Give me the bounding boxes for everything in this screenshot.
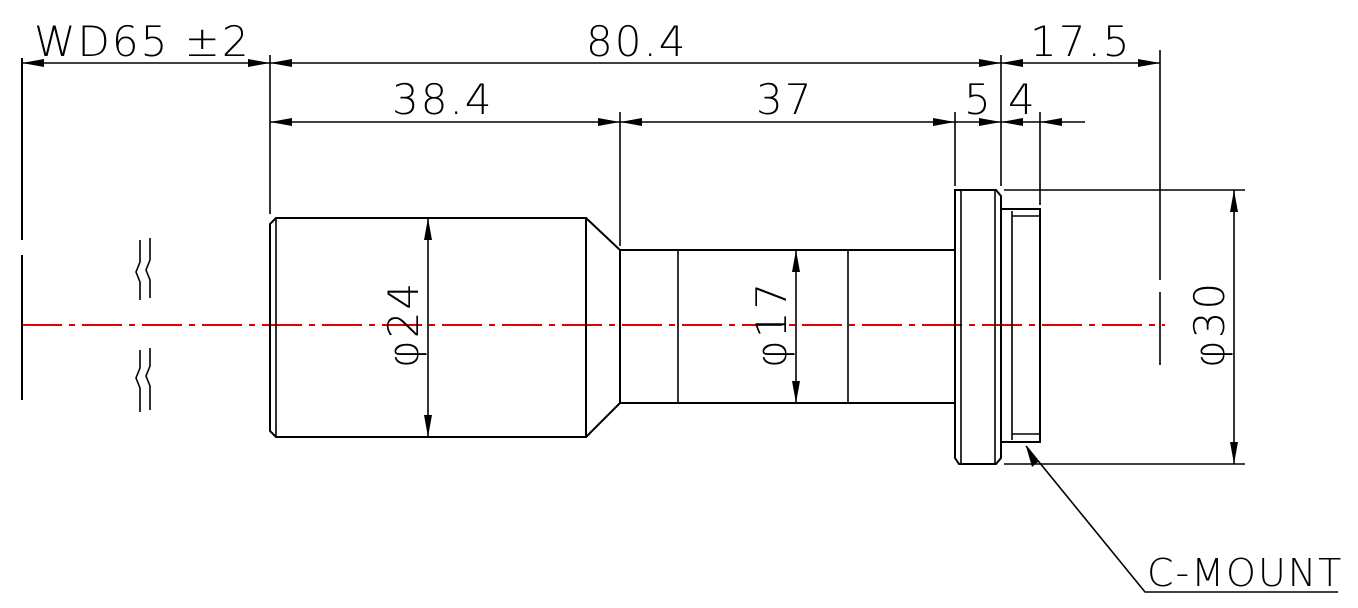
flange: [954, 189, 1002, 465]
dim-total-length: 80.4: [586, 17, 688, 66]
dim-front-diameter: φ24: [379, 281, 428, 368]
dim-middle-diameter: φ17: [747, 281, 796, 368]
dim-mount-thread: 4: [1008, 75, 1037, 124]
dim-back-focus: 17.5: [1030, 17, 1132, 66]
distance-break-symbol: [135, 238, 151, 412]
dimension-lines: [22, 59, 1338, 593]
dim-flange: 5: [964, 75, 993, 124]
lens-body: [269, 189, 1041, 465]
dim-middle-section: 37: [756, 75, 813, 124]
c-mount-thread: [1001, 208, 1041, 443]
extension-lines: [269, 50, 1245, 465]
middle-tube: [619, 249, 955, 404]
c-mount-label: C-MOUNT: [1147, 551, 1343, 595]
dim-flange-diameter: φ30: [1185, 281, 1234, 368]
dim-front-section: 38.4: [392, 75, 494, 124]
dim-working-distance: WD65 ±2: [34, 17, 251, 66]
taper-section: [585, 217, 621, 438]
